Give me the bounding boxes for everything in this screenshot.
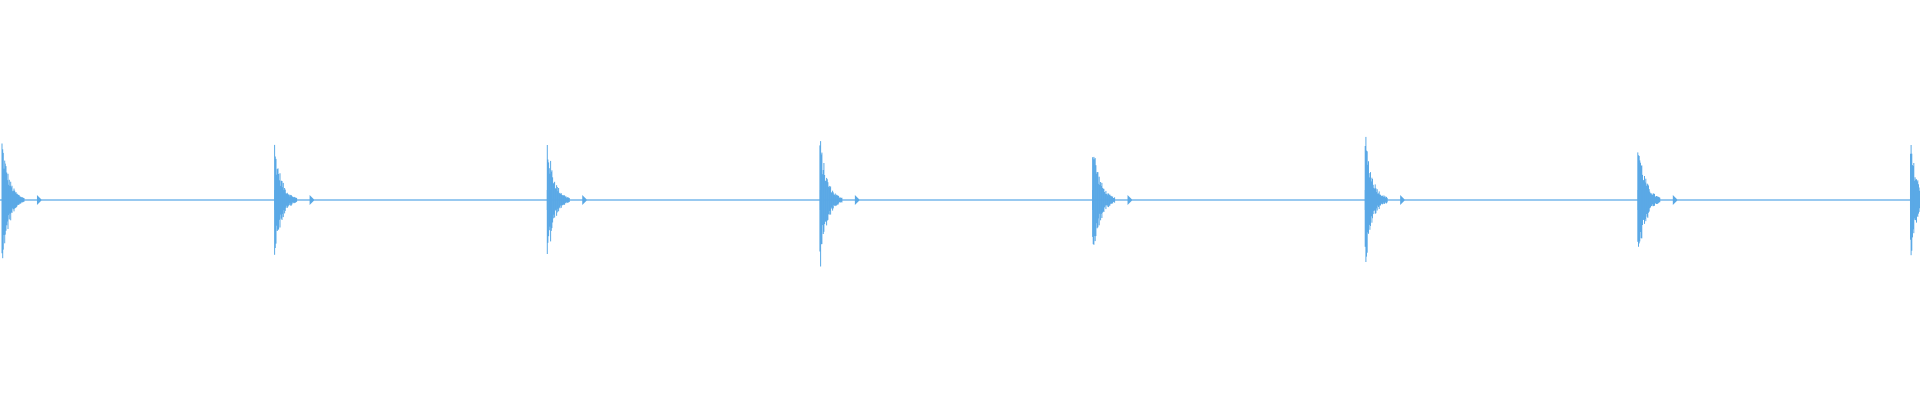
waveform-burst [274, 144, 315, 255]
waveform-burst [1092, 156, 1133, 245]
burst-marker [1672, 195, 1678, 205]
burst-marker [309, 195, 315, 205]
waveform-bursts [1, 136, 1920, 267]
burst-marker [1127, 195, 1133, 205]
waveform-burst [1, 143, 42, 259]
burst-marker [582, 195, 588, 205]
waveform-burst [1637, 152, 1678, 247]
waveform-burst [1364, 136, 1406, 262]
burst-marker [1400, 195, 1406, 205]
burst-marker [36, 195, 42, 205]
waveform-burst [819, 141, 860, 267]
waveform-burst [1909, 145, 1920, 256]
burst-marker [854, 195, 860, 205]
waveform-burst [546, 145, 588, 254]
